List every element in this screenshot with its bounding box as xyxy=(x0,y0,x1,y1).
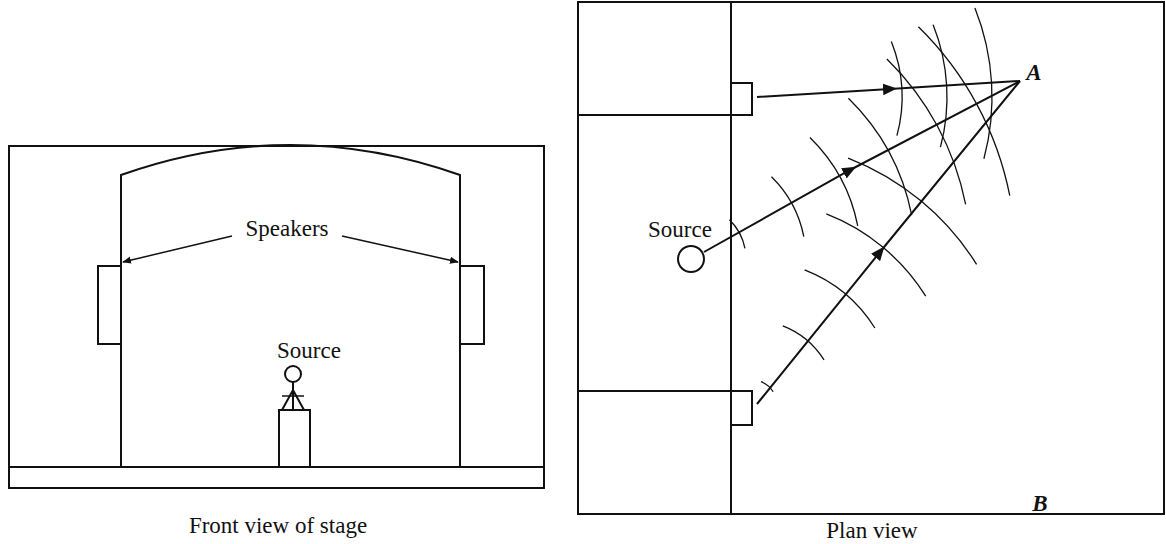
source-circle xyxy=(678,246,704,272)
point-label: A xyxy=(1026,61,1041,84)
wave-front xyxy=(933,25,947,147)
wave-front xyxy=(887,59,966,205)
speaker xyxy=(460,266,484,344)
panel-frame xyxy=(578,2,1164,514)
person-arms xyxy=(282,395,304,397)
stage-front xyxy=(730,2,732,514)
wave-front xyxy=(805,270,875,328)
sound-ray xyxy=(757,81,1020,404)
sound-ray xyxy=(704,81,1020,252)
wave-front xyxy=(975,8,992,159)
speaker xyxy=(731,391,752,425)
wave-front xyxy=(810,138,858,226)
stage-floor xyxy=(9,466,544,468)
speaker xyxy=(731,83,752,115)
wave-front xyxy=(771,177,803,237)
person-head xyxy=(285,366,301,382)
panel-frame xyxy=(9,146,544,488)
wave-front xyxy=(826,214,925,296)
wave-front xyxy=(918,27,1009,196)
leader-line xyxy=(342,236,458,262)
person-arms xyxy=(282,390,304,410)
wave-front xyxy=(848,158,976,264)
part-label: Source xyxy=(648,218,712,241)
wave-front xyxy=(783,326,824,360)
view-caption: Front view of stage xyxy=(189,514,367,537)
point-label: B xyxy=(1032,492,1047,515)
podium xyxy=(279,410,310,467)
wave-front xyxy=(729,220,744,249)
wave-front xyxy=(891,41,902,135)
sound-ray xyxy=(757,81,1020,97)
view-caption: Plan view xyxy=(826,519,917,542)
stage-wing xyxy=(578,390,731,392)
stage-arch xyxy=(121,145,460,467)
stage-wing xyxy=(578,114,731,116)
wave-front xyxy=(848,98,911,215)
speaker xyxy=(98,266,121,344)
leader-line xyxy=(123,236,232,262)
part-label: Speakers xyxy=(245,217,328,240)
part-label: Source xyxy=(277,339,341,362)
wave-front xyxy=(761,382,773,392)
